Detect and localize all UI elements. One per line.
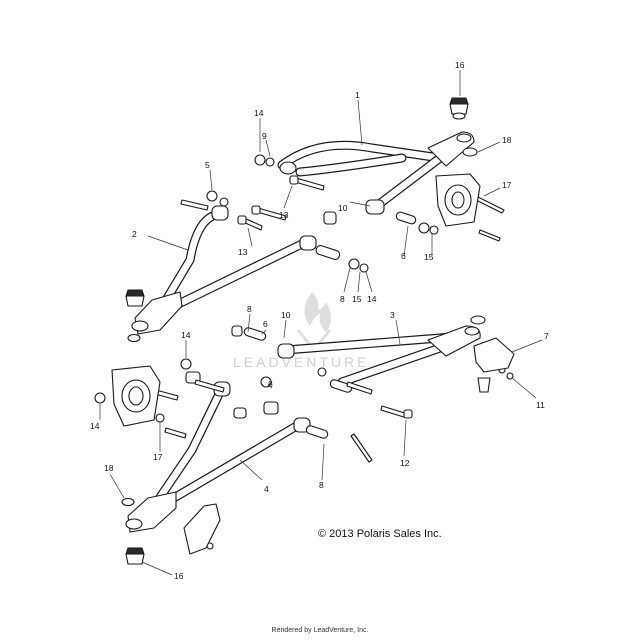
callout-17b: 17 <box>153 452 163 462</box>
callout-9: 9 <box>262 131 267 141</box>
rendered-by-footer: Rendered by LeadVenture, Inc. <box>271 627 369 634</box>
callout-6b: 6 <box>263 319 268 329</box>
callout-12: 12 <box>400 458 410 468</box>
callout-10b: 10 <box>281 310 291 320</box>
callout-8a: 8 <box>340 294 345 304</box>
callout-15a: 15 <box>424 252 434 262</box>
callout-14c: 14 <box>181 330 191 340</box>
leadventure-watermark: LEADVENTURE <box>233 292 369 370</box>
callout-6a: 6 <box>401 251 406 261</box>
callout-8c: 8 <box>268 379 273 389</box>
callout-2: 2 <box>132 229 137 239</box>
a-arm-4 <box>125 381 311 533</box>
callout-15b: 15 <box>352 294 362 304</box>
bushings-and-pins <box>185 211 417 439</box>
callout-11: 11 <box>536 400 545 410</box>
callout-1: 1 <box>355 90 360 100</box>
callout-7: 7 <box>544 331 549 341</box>
callout-13a: 13 <box>279 210 289 220</box>
callout-18a: 18 <box>502 135 512 145</box>
guard-plates <box>183 337 515 555</box>
callout-5: 5 <box>205 160 210 170</box>
callout-4: 4 <box>264 484 269 494</box>
a-arm-2 <box>131 205 317 335</box>
a-arm-3 <box>277 325 481 387</box>
callouts: 1 2 3 4 5 6 6 7 8 8 8 8 9 10 10 11 12 13… <box>90 60 549 581</box>
callout-14d: 14 <box>90 421 100 431</box>
callout-14a: 14 <box>254 108 264 118</box>
callout-16b: 16 <box>174 571 184 581</box>
watermark-text: LEADVENTURE <box>233 354 369 370</box>
callout-3: 3 <box>390 310 395 320</box>
a-arm-1 <box>277 131 475 215</box>
ball-joints <box>121 97 491 565</box>
callout-17a: 17 <box>502 180 512 190</box>
callout-14b: 14 <box>367 294 377 304</box>
callout-13b: 13 <box>238 247 248 257</box>
copyright-notice: © 2013 Polaris Sales Inc. <box>318 528 442 540</box>
callout-8b: 8 <box>247 304 252 314</box>
callout-16a: 16 <box>455 60 465 70</box>
callout-8d: 8 <box>319 480 324 490</box>
callout-10a: 10 <box>338 203 348 213</box>
spindles <box>111 173 481 427</box>
callout-18b: 18 <box>104 463 114 473</box>
leader-lines <box>99 70 543 576</box>
